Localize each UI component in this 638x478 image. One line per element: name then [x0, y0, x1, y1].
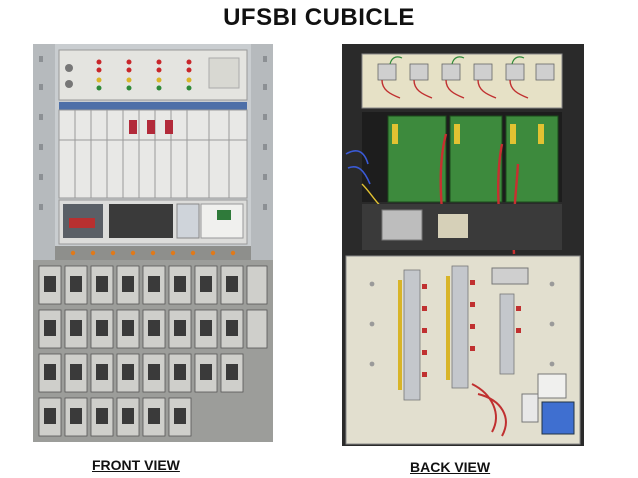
back-cubicle-illustration — [342, 44, 584, 446]
back-view-caption: BACK VIEW — [410, 459, 491, 475]
back-view-photo — [342, 44, 584, 446]
front-view-caption: FRONT VIEW — [92, 457, 180, 473]
page-title: UFSBI CUBICLE — [223, 4, 415, 31]
front-view-photo — [33, 44, 273, 442]
front-cubicle-illustration — [33, 44, 273, 442]
